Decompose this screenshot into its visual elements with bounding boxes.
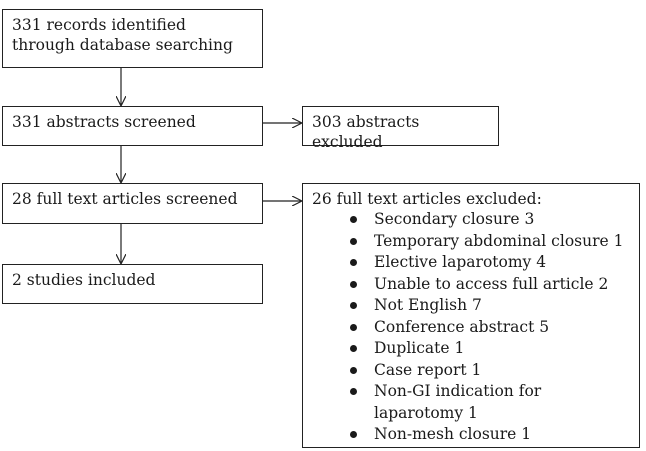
bullet-icon xyxy=(350,366,357,374)
records-identified-label: 331 records identified through database … xyxy=(12,16,233,54)
exclusion-reason-item: Secondary closure 3 xyxy=(346,209,630,231)
bullet-icon xyxy=(350,259,357,266)
bullet-icon xyxy=(350,388,357,395)
exclusion-reason-list: Secondary closure 3 Temporary abdominal … xyxy=(312,209,630,446)
exclusion-reason-text: Conference abstract 5 xyxy=(374,317,550,336)
abstracts-excluded-box: 303 abstracts excluded xyxy=(302,106,499,151)
exclusion-reason-item: Non-mesh closure 1 xyxy=(346,424,630,446)
bullet-icon xyxy=(350,216,357,223)
exclusion-reason-text: Secondary closure 3 xyxy=(374,210,535,228)
exclusion-reason-item: Conference abstract 5 xyxy=(346,317,630,339)
abstracts-excluded-label: 303 abstracts excluded xyxy=(312,113,420,151)
fulltext-screened-label: 28 full text articles screened xyxy=(12,190,238,208)
exclusion-reason-item: Temporary abdominal closure 1 xyxy=(346,231,630,253)
bullet-icon xyxy=(350,302,357,309)
abstracts-screened-box: 331 abstracts screened xyxy=(2,106,263,146)
studies-included-box: 2 studies included xyxy=(2,264,263,304)
exclusion-reason-text: Case report 1 xyxy=(374,360,482,379)
bullet-icon xyxy=(350,237,357,245)
fulltext-excluded-title: 26 full text articles excluded: xyxy=(312,190,542,208)
fulltext-screened-box: 28 full text articles screened xyxy=(2,183,263,224)
fulltext-excluded-box: 26 full text articles excluded: Secondar… xyxy=(302,183,640,448)
exclusion-reason-text: Non-GI indication for laparotomy 1 xyxy=(374,382,542,422)
bullet-icon xyxy=(350,280,357,288)
studies-included-label: 2 studies included xyxy=(12,271,156,289)
exclusion-reason-item: Duplicate 1 xyxy=(346,338,630,360)
exclusion-reason-text: Duplicate 1 xyxy=(374,339,465,357)
exclusion-reason-text: Non-mesh closure 1 xyxy=(374,425,532,443)
exclusion-reason-item: Not English 7 xyxy=(346,295,630,317)
bullet-icon xyxy=(350,323,357,331)
exclusion-reason-item: Non-GI indication for laparotomy 1 xyxy=(346,381,630,424)
bullet-icon xyxy=(350,345,357,352)
exclusion-reason-text: Unable to access full article 2 xyxy=(374,274,609,293)
exclusion-reason-text: Elective laparotomy 4 xyxy=(374,253,547,271)
exclusion-reason-item: Case report 1 xyxy=(346,360,630,382)
exclusion-reason-item: Elective laparotomy 4 xyxy=(346,252,630,274)
exclusion-reason-item: Unable to access full article 2 xyxy=(346,274,630,296)
abstracts-screened-label: 331 abstracts screened xyxy=(12,113,196,131)
bullet-icon xyxy=(350,431,357,438)
records-identified-box: 331 records identified through database … xyxy=(2,9,263,68)
exclusion-reason-text: Temporary abdominal closure 1 xyxy=(374,231,624,250)
exclusion-reason-text: Not English 7 xyxy=(374,296,482,314)
